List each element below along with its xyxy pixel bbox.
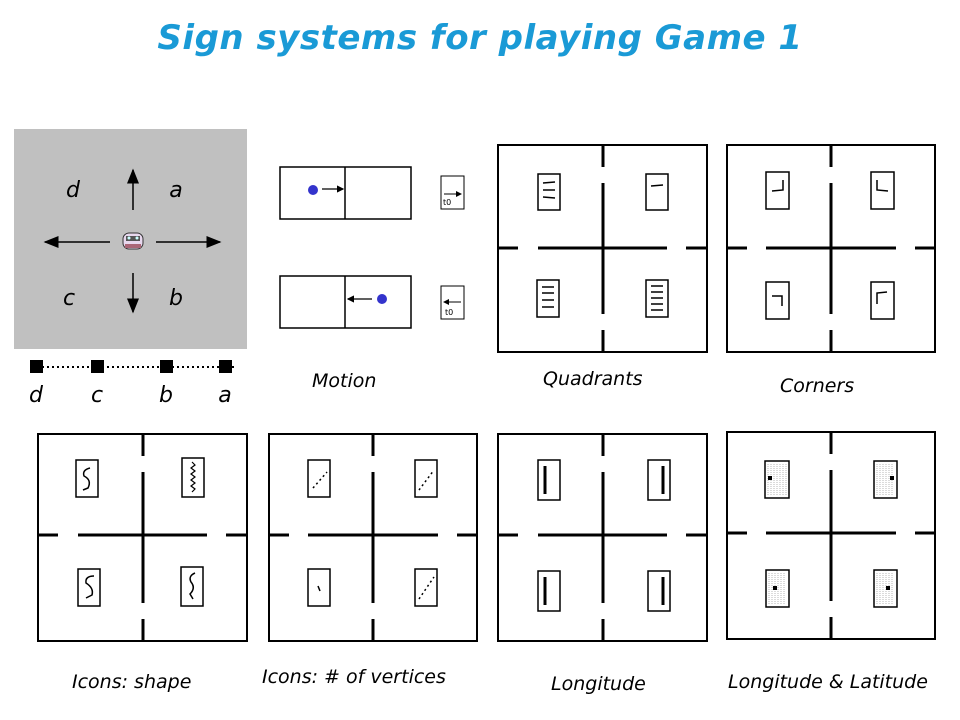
motion-panel: t0 t0 — [279, 166, 465, 329]
scale-line: d c b a — [29, 360, 235, 408]
scale-label-b: b — [159, 383, 173, 408]
caption-quadrants: Quadrants — [543, 368, 643, 390]
caption-longitude-latitude: Longitude & Latitude — [728, 671, 928, 693]
motion-dot-top — [308, 185, 318, 195]
robot-icon — [122, 232, 144, 250]
icons-vertices-panel — [268, 433, 478, 642]
motion-tlabel-bottom: t0 — [445, 308, 453, 317]
scale-label-c: c — [91, 383, 103, 408]
icons-shape-panel — [37, 433, 248, 642]
scale-label-a: a — [218, 383, 231, 408]
longitude-panel — [497, 433, 708, 642]
corners-panel — [726, 144, 936, 353]
longitude-latitude-panel — [726, 431, 936, 640]
motion-dot-bottom — [377, 294, 387, 304]
caption-motion: Motion — [312, 370, 377, 392]
compass-label-d: d — [66, 178, 81, 203]
quadrants-panel — [497, 144, 708, 353]
compass-label-a: a — [169, 178, 182, 203]
page-title: Sign systems for playing Game 1 — [157, 18, 803, 58]
caption-longitude: Longitude — [551, 673, 646, 695]
caption-icons-vertices: Icons: # of vertices — [262, 666, 446, 688]
compass-label-b: b — [169, 286, 183, 311]
compass-panel: d a c b — [14, 129, 247, 349]
compass-label-c: c — [63, 286, 75, 311]
motion-tlabel-top: t0 — [443, 198, 451, 207]
scale-label-d: d — [29, 383, 44, 408]
caption-corners: Corners — [780, 375, 855, 397]
caption-icons-shape: Icons: shape — [72, 671, 192, 693]
